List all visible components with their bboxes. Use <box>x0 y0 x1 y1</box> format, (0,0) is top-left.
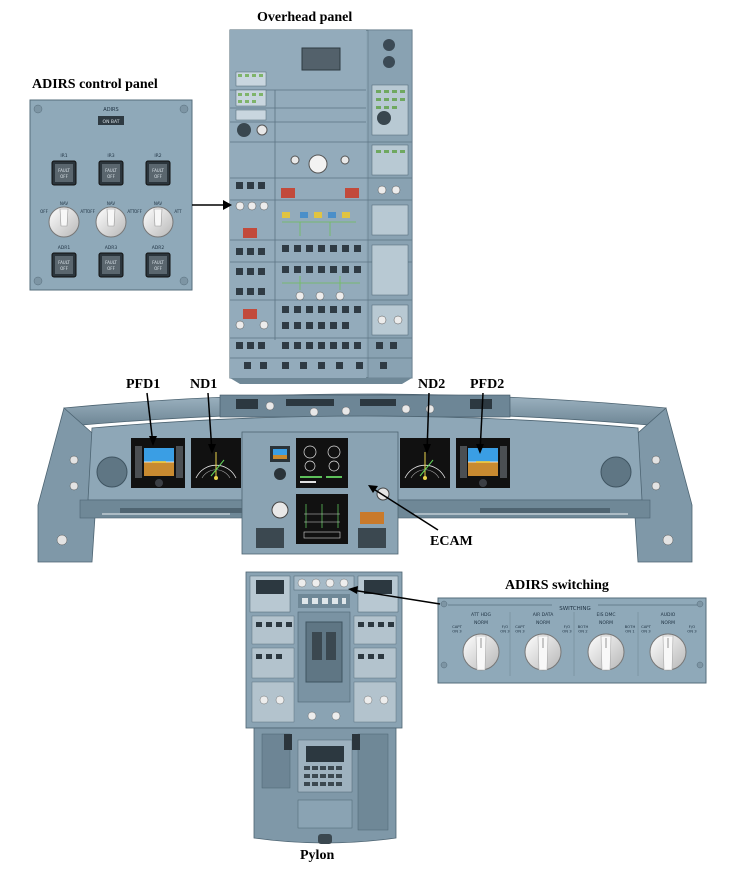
pfd1-label: PFD1 <box>126 377 161 392</box>
eis-dmc-label: EIS DMC <box>597 612 616 618</box>
audio-knob <box>649 633 687 671</box>
adr3-fault: FAULT <box>105 260 117 265</box>
att-hdg-label: ATT HDG <box>471 612 491 618</box>
ir3-label: IR3 <box>107 153 114 159</box>
adirs-title: ADIRS <box>103 107 118 113</box>
knob1-att: ATT <box>80 209 88 214</box>
main-instrument-panel <box>37 393 693 563</box>
adr2-label: ADR2 <box>152 245 165 251</box>
callout-arrowheads <box>149 436 484 594</box>
adr2-fault: FAULT <box>152 260 164 265</box>
audio-label: AUDIO <box>661 612 676 618</box>
audio-norm: NORM <box>661 620 675 626</box>
adirs-control-panel: ADIRS ON BAT IR1 IR3 IR2 FAULT OFF FAULT… <box>29 99 193 291</box>
knob1-nav: NAV <box>60 201 68 206</box>
knob1-off: OFF <box>40 209 48 214</box>
knob2-nav: NAV <box>154 201 162 206</box>
nd1-callout <box>207 392 213 453</box>
pfd2-callout <box>479 392 484 453</box>
knob2-att: ATT <box>174 209 182 214</box>
adr1-label: ADR1 <box>58 245 71 251</box>
knob3-att: ATT <box>127 209 135 214</box>
ecam-upper-display <box>296 438 348 488</box>
arrow-adirs-to-overhead <box>192 200 232 210</box>
pedestal <box>245 571 403 844</box>
callout-lines <box>146 392 484 605</box>
pfd1-display <box>131 438 185 488</box>
knob2-off: OFF <box>134 209 142 214</box>
on-bat-indicator: ON BAT <box>103 119 120 125</box>
nd2-callout <box>426 392 430 453</box>
ir2-label: IR2 <box>154 153 161 159</box>
adirs-switching-label: ADIRS switching <box>505 578 609 593</box>
ecam-label: ECAM <box>430 534 473 549</box>
adr3-label: ADR3 <box>105 245 118 251</box>
knob3-nav: NAV <box>107 201 115 206</box>
ir3-off: OFF <box>107 174 115 179</box>
eis-dmc-knob <box>587 633 625 671</box>
adr2-off: OFF <box>154 266 162 271</box>
ir1-fault: FAULT <box>58 168 70 173</box>
ir1-label: IR1 <box>60 153 67 159</box>
adr1-fault: FAULT <box>58 260 70 265</box>
att-hdg-norm: NORM <box>474 620 488 626</box>
ir2-fault: FAULT <box>152 168 164 173</box>
ecam-callout <box>371 487 439 531</box>
knob3-off: OFF <box>87 209 95 214</box>
adr1-off: OFF <box>60 266 68 271</box>
eis-dmc-norm: NORM <box>599 620 613 626</box>
air-data-knob <box>524 633 562 671</box>
adr3-off: OFF <box>107 266 115 271</box>
air-data-norm: NORM <box>536 620 550 626</box>
switching-callout <box>351 589 441 605</box>
ir2-off: OFF <box>154 174 162 179</box>
nd1-display <box>191 438 241 488</box>
ecam-lower-display <box>296 494 348 544</box>
adirs-control-panel-label: ADIRS control panel <box>32 77 158 92</box>
adirs-switching-panel: SWITCHING ATT HDG NORM AIR DATA NORM EIS… <box>437 597 707 684</box>
pylon-label: Pylon <box>300 848 335 863</box>
adr-pushbuttons <box>51 252 171 278</box>
air-data-label: AIR DATA <box>533 612 554 618</box>
ir-mode-knobs <box>48 206 174 238</box>
nd1-label: ND1 <box>190 377 218 392</box>
pfd1-callout <box>146 392 154 445</box>
overhead-panel <box>229 29 413 384</box>
ir1-off: OFF <box>60 174 68 179</box>
ir-pushbuttons <box>51 160 171 186</box>
overhead-panel-label: Overhead panel <box>257 10 353 25</box>
switching-title: SWITCHING <box>559 606 591 612</box>
att-hdg-knob <box>462 633 500 671</box>
nd2-label: ND2 <box>418 377 446 392</box>
ir3-fault: FAULT <box>105 168 117 173</box>
pfd2-label: PFD2 <box>470 377 505 392</box>
